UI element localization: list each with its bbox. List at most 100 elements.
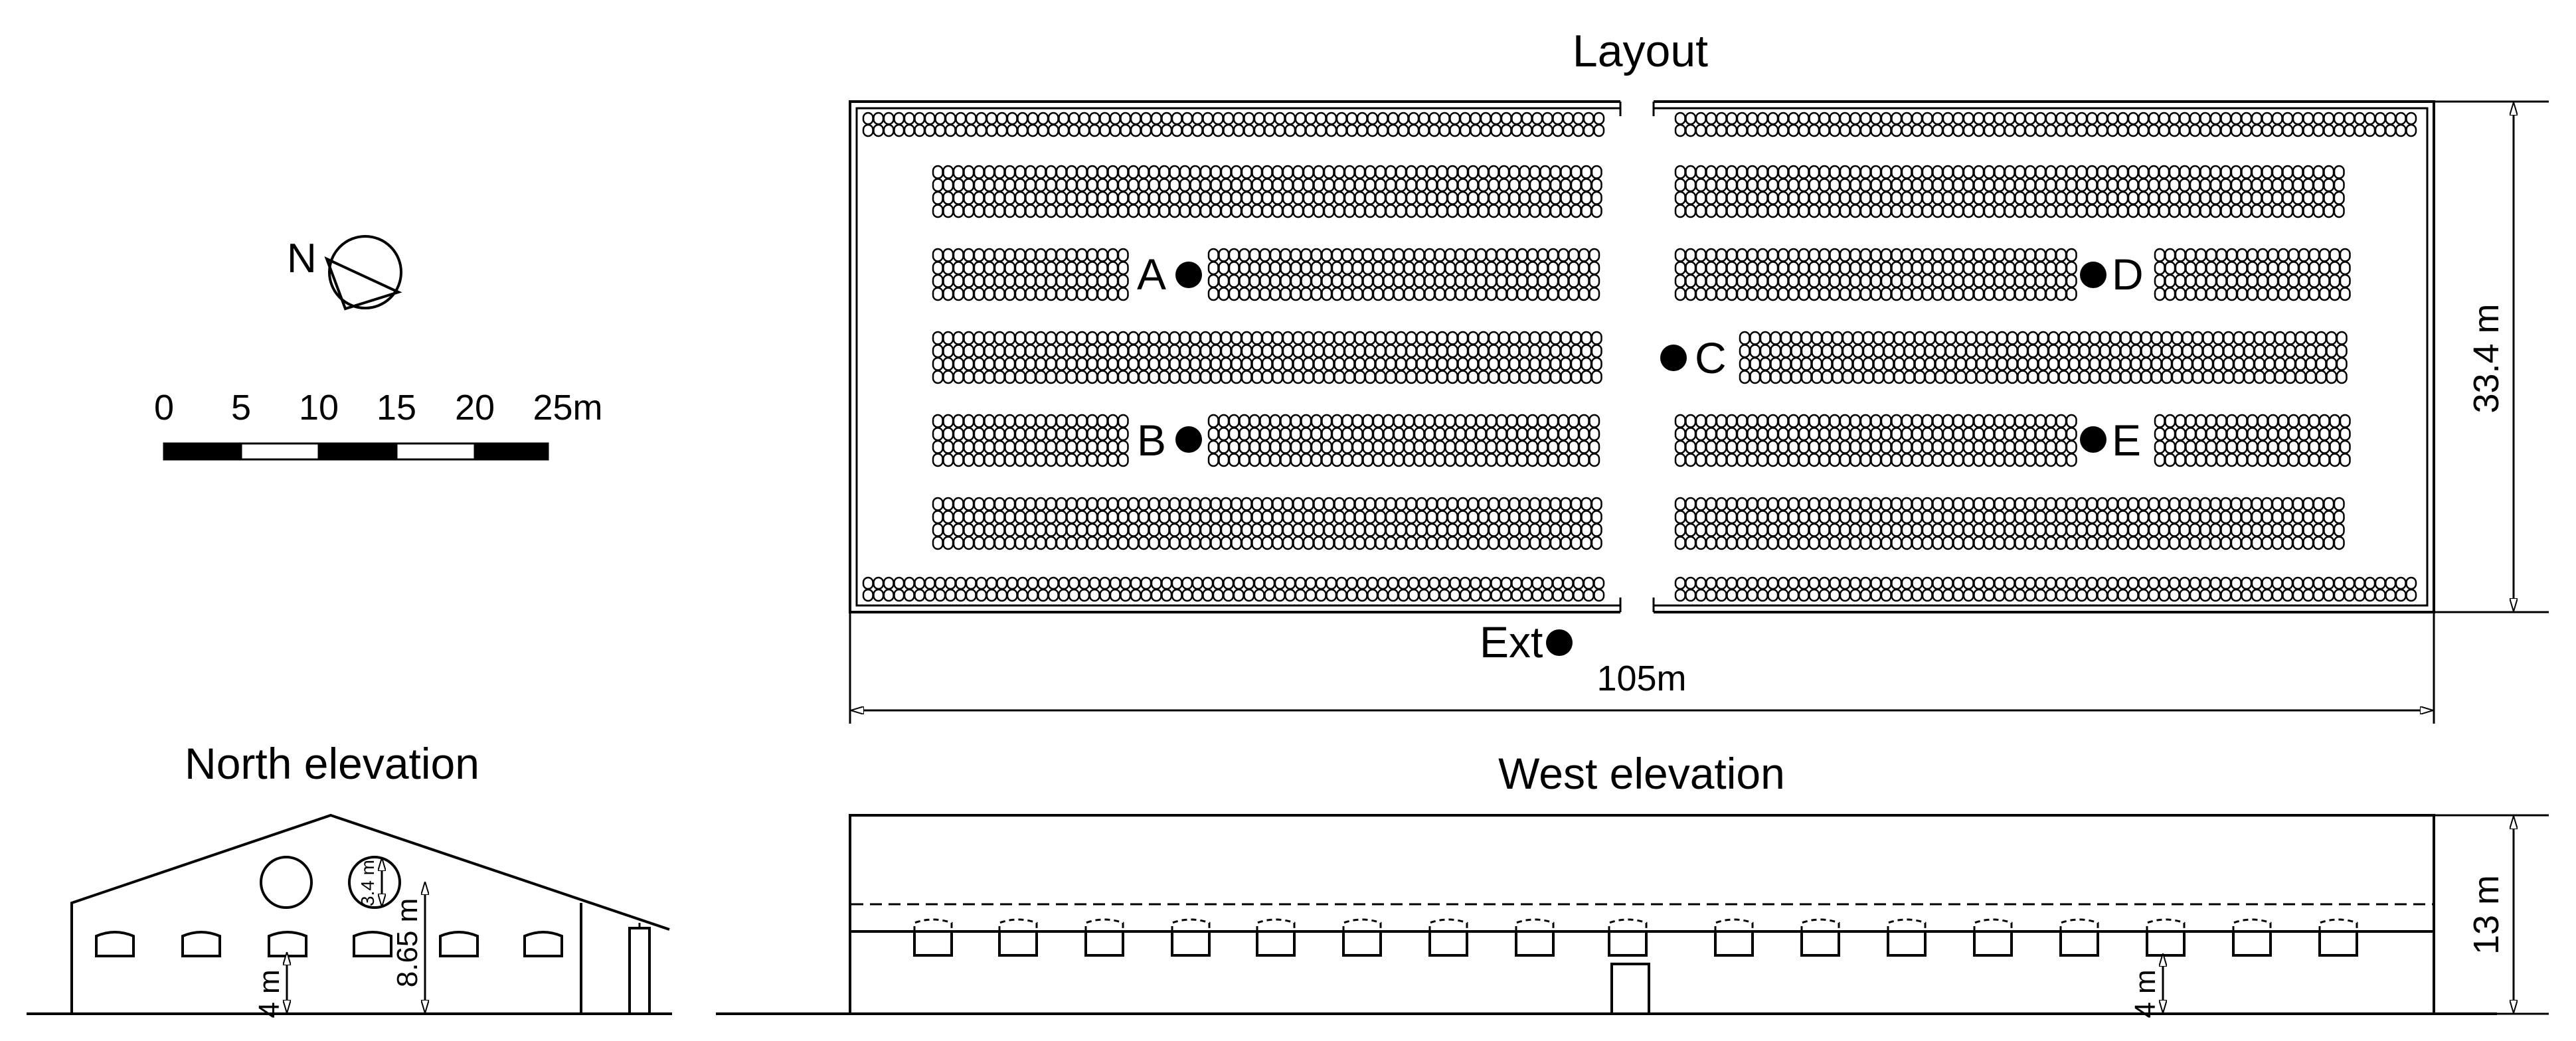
hay-bale <box>993 248 1005 262</box>
hay-bale <box>2179 536 2191 550</box>
hay-bale <box>2148 191 2160 205</box>
scale-tick-25: 25m <box>533 388 602 428</box>
hay-bale <box>1189 344 1201 359</box>
hay-bale <box>1354 165 1366 179</box>
hay-bale <box>1952 536 1964 550</box>
hay-bale <box>2312 576 2324 590</box>
hay-bale <box>1475 287 1487 301</box>
hay-bale <box>1921 453 1933 467</box>
hay-bale <box>1942 248 1954 262</box>
hay-bale <box>1952 522 1964 537</box>
hay-bale <box>963 191 975 205</box>
hay-bale <box>1086 204 1098 218</box>
hay-bale <box>1424 287 1436 301</box>
hay-bale <box>1798 576 1810 590</box>
hay-bale <box>1674 588 1686 602</box>
hay-bale <box>2308 287 2320 301</box>
hay-bale <box>1516 427 1528 441</box>
hay-bale <box>1362 261 1374 276</box>
hay-bale <box>1457 497 1469 511</box>
hay-bale <box>1726 588 1738 602</box>
length-dimension: 105m <box>849 612 2435 724</box>
hay-bale <box>2004 191 2016 205</box>
hay-bale <box>1529 510 1541 524</box>
hay-bale <box>1138 178 1150 193</box>
hay-bale <box>1578 427 1590 441</box>
hay-bale <box>993 440 1005 454</box>
hay-bale <box>1800 357 1812 371</box>
hay-bale <box>2138 112 2150 125</box>
hay-bale <box>1261 344 1273 359</box>
hay-bale <box>1529 204 1541 218</box>
hay-bale <box>2055 274 2067 288</box>
hay-bale <box>1506 453 1518 467</box>
hay-bale <box>1333 522 1345 537</box>
hay-bale <box>1457 357 1469 371</box>
hay-bale <box>1418 123 1430 137</box>
hay-bale <box>2215 427 2227 441</box>
hay-bale <box>2205 414 2217 428</box>
hay-bale <box>1757 453 1768 467</box>
hay-bale <box>1589 453 1600 467</box>
hay-bale <box>1292 370 1304 384</box>
hay-bale <box>1426 344 1438 359</box>
hay-bale <box>2045 248 2057 262</box>
hay-bale <box>1726 453 1738 467</box>
hay-bale <box>1973 178 1985 193</box>
hay-bale <box>1148 357 1160 371</box>
hay-bale <box>2257 287 2269 301</box>
hay-bale <box>1537 261 1549 276</box>
hay-bale <box>1264 576 1276 590</box>
hay-bale <box>2035 204 2047 218</box>
hay-bale <box>1829 248 1841 262</box>
hay-bale <box>2089 344 2101 359</box>
hay-bale <box>1457 204 1469 218</box>
hay-bale <box>1478 204 1490 218</box>
hay-bale <box>1343 344 1355 359</box>
hay-bale <box>2271 536 2283 550</box>
hay-bale <box>1354 204 1366 218</box>
hay-bale <box>1310 248 1322 262</box>
hay-bale <box>2158 123 2170 137</box>
hay-bale <box>1527 287 1539 301</box>
hay-bale <box>1138 497 1150 511</box>
hay-bale <box>2097 204 2108 218</box>
hay-bale <box>1148 522 1160 537</box>
hay-bale <box>2267 427 2279 441</box>
hay-bale <box>1169 370 1181 384</box>
west-elevation-title: West elevation <box>1498 749 1785 798</box>
hay-bale <box>932 357 944 371</box>
hay-bale <box>1976 344 1988 359</box>
hay-bale <box>1891 588 1903 602</box>
hay-bale <box>1955 331 1967 345</box>
hay-bale <box>1248 453 1260 467</box>
west-window-upper <box>2059 918 2099 931</box>
hay-bale <box>1842 344 1853 359</box>
hay-bale <box>1434 261 1446 276</box>
hay-bale <box>1983 274 1995 288</box>
hay-bale <box>1705 588 1717 602</box>
hay-bale <box>2106 522 2118 537</box>
hay-bale <box>1025 344 1037 359</box>
hay-bale <box>1354 522 1366 537</box>
hay-bale <box>984 331 995 345</box>
hay-bale <box>2236 248 2248 262</box>
hay-bale <box>2158 510 2170 524</box>
hay-bale <box>2267 414 2279 428</box>
hay-bale <box>1932 588 1944 602</box>
hay-bale <box>2308 440 2320 454</box>
hay-bale <box>1107 165 1119 179</box>
hay-bale <box>2312 165 2324 179</box>
hay-bale <box>2045 440 2057 454</box>
hay-bale <box>1189 370 1201 384</box>
hay-bale <box>1096 287 1108 301</box>
hay-bale <box>2014 522 2026 537</box>
hay-bale <box>1527 414 1539 428</box>
hay-bale <box>1066 344 1078 359</box>
hay-bale <box>2117 576 2129 590</box>
west-window <box>1608 930 1648 957</box>
hay-bale <box>1454 248 1466 262</box>
hay-bale <box>1570 204 1582 218</box>
hay-bale <box>2065 440 2077 454</box>
hay-bale <box>2364 112 2376 125</box>
